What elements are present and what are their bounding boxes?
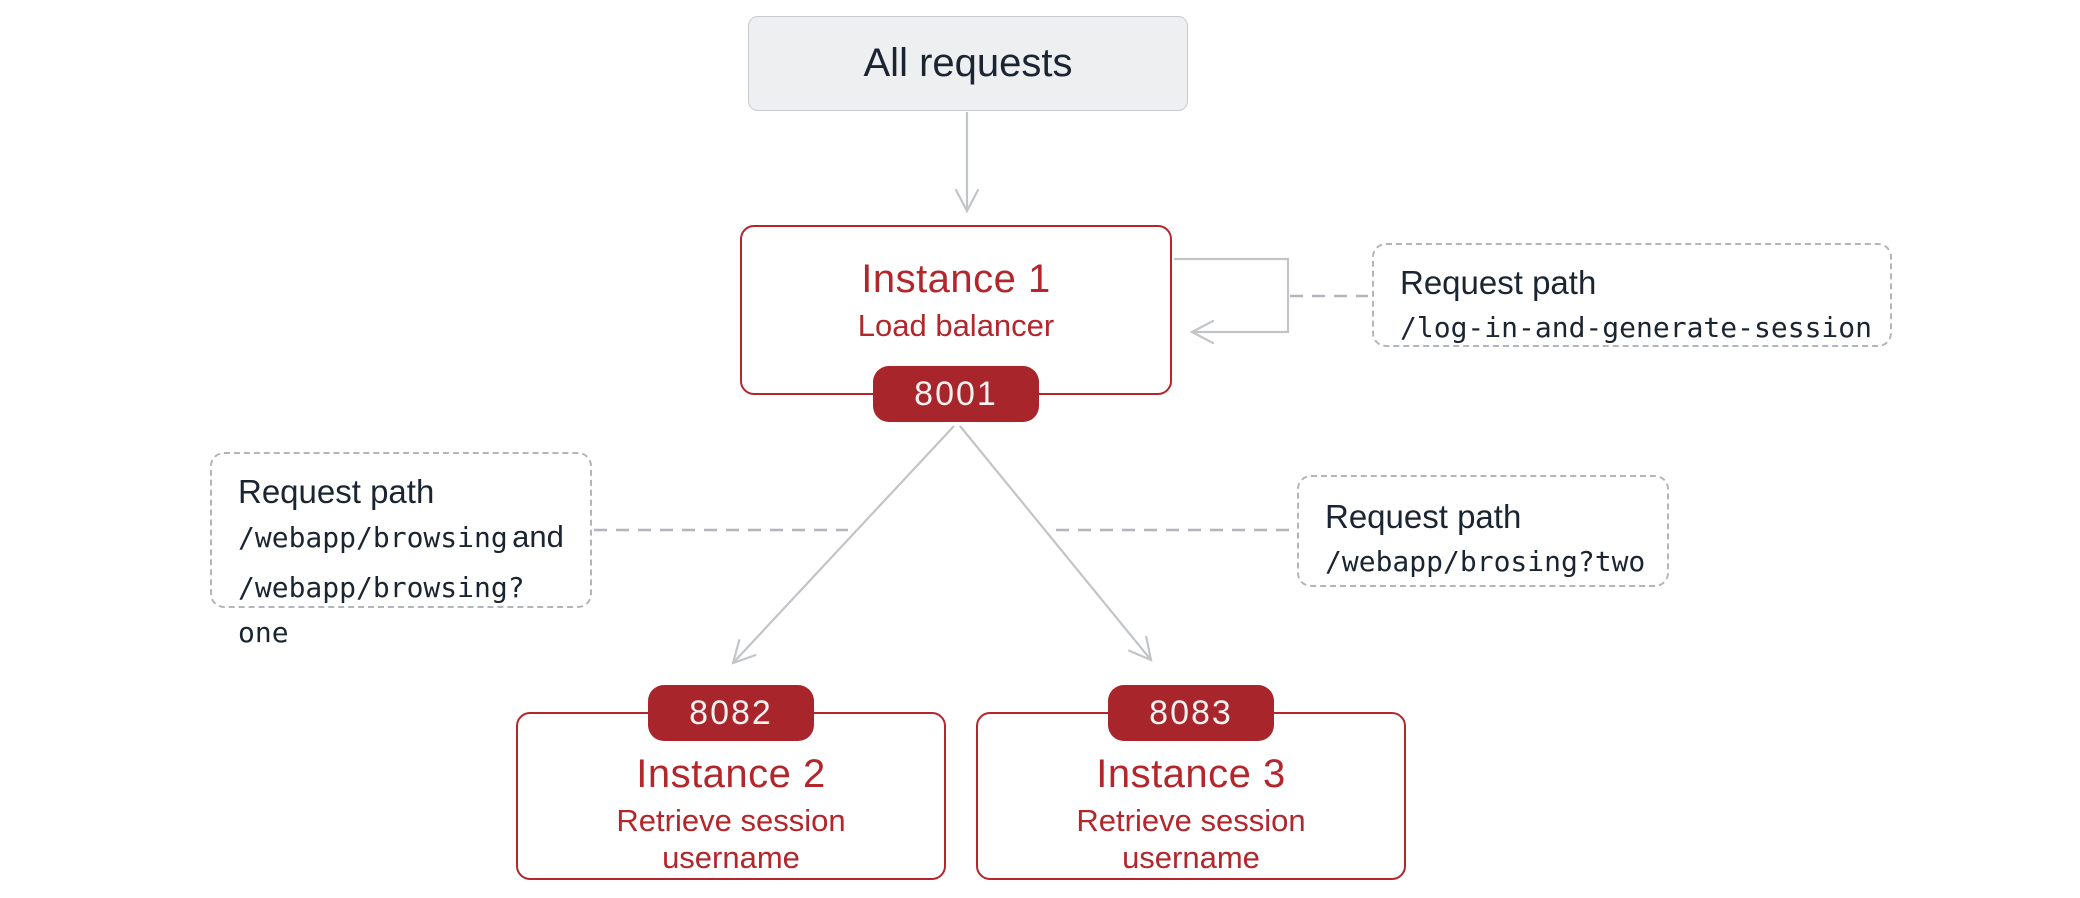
request-path-brosing-note: Request path /webapp/brosing?two — [1297, 475, 1669, 587]
all-requests-label: All requests — [863, 41, 1073, 85]
instance-3-title: Instance 3 — [1096, 752, 1286, 796]
note-browsing-conjunction: and — [512, 519, 564, 554]
note-browsing-path2: /webapp/browsing?one — [238, 571, 525, 649]
port-badge-8001: 8001 — [873, 366, 1039, 422]
note-brosing-title: Request path — [1325, 498, 1522, 535]
instance-2-title: Instance 2 — [636, 752, 826, 796]
request-path-login-note: Request path /log-in-and-generate-sessio… — [1372, 243, 1892, 347]
arrow-8001-to-instance3 — [959, 425, 1153, 662]
note-browsing-path1: /webapp/browsing — [238, 521, 508, 554]
instance-2-node: 8082 Instance 2 Retrieve session usernam… — [516, 685, 946, 880]
instance-1-subtitle: Load balancer — [857, 308, 1055, 343]
instance-3-subtitle: Retrieve session username — [1076, 803, 1306, 875]
note-browsing-path-line1: /webapp/browsing and — [238, 514, 572, 565]
note-login-title: Request path — [1400, 264, 1597, 301]
port-badge-8082: 8082 — [648, 685, 814, 741]
request-path-browsing-note: Request path /webapp/browsing and /webap… — [210, 452, 592, 649]
instance-1-node: Instance 1 Load balancer 8001 — [740, 225, 1172, 422]
instance-2-subtitle: Retrieve session username — [616, 803, 846, 875]
note-browsing-title: Request path — [238, 473, 435, 510]
instance-1-title: Instance 1 — [861, 257, 1051, 301]
note-login-path: /log-in-and-generate-session — [1400, 311, 1873, 344]
arrow-login-loop — [1174, 257, 1290, 345]
instance-3-node: 8083 Instance 3 Retrieve session usernam… — [976, 685, 1406, 880]
arrow-8001-to-instance2 — [731, 425, 955, 665]
port-badge-8083: 8083 — [1108, 685, 1274, 741]
all-requests-node: All requests — [748, 16, 1188, 111]
note-brosing-path: /webapp/brosing?two — [1325, 545, 1646, 578]
